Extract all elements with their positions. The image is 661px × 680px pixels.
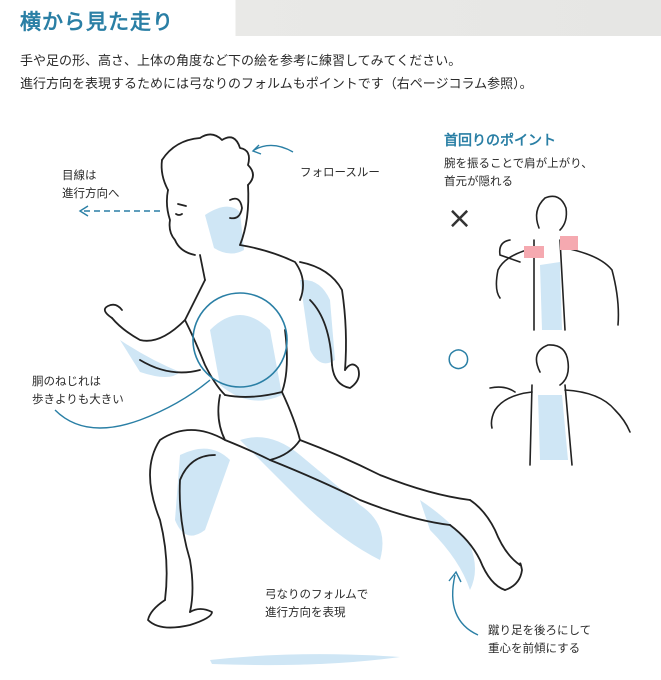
wrong-mark: × [447,201,473,236]
runner-lines [103,133,523,629]
neck-right-shade [538,395,568,460]
neck-right-figure [489,344,631,466]
gaze-arrow [78,205,160,217]
header-tab [0,0,232,36]
neck-point-description: 腕を振ることで肩が上がり、 首元が隠れる [444,156,593,188]
shoulder-highlight [524,236,578,258]
torso-twist-leader [54,379,211,429]
follow-through-arrow [251,144,294,155]
intro-line-1: 手や足の形、高さ、上体の角度など下の絵を参考に練習してみてください。 [20,54,462,69]
kick-leg-arrow [448,570,479,636]
bow-form-label: 弓なりのフォルムで 進行方向を表現 [265,587,369,619]
neck-wrong-shade [540,262,562,330]
torso-twist-circle [192,292,288,388]
follow-through-label: フォロースルー [300,165,380,179]
gaze-label: 目線は 進行方向へ [62,168,120,200]
ground-shadow [210,654,400,666]
page-title: 横から見た走り [20,10,174,34]
runner-shading [120,206,475,590]
intro-line-2: 進行方向を表現するためには弓なりのフォルムもポイントです（右ページコラム参照）。 [20,77,533,92]
neck-point-title: 首回りのポイント [444,133,556,149]
torso-twist-label: 胴のねじれは 歩きよりも大きい [32,374,124,406]
right-mark: ○ [447,343,470,373]
kick-leg-label: 蹴り足を後ろにして 重心を前傾にする [488,623,592,655]
intro-text: 手や足の形、高さ、上体の角度など下の絵を参考に練習してみてください。 進行方向を… [20,50,650,96]
